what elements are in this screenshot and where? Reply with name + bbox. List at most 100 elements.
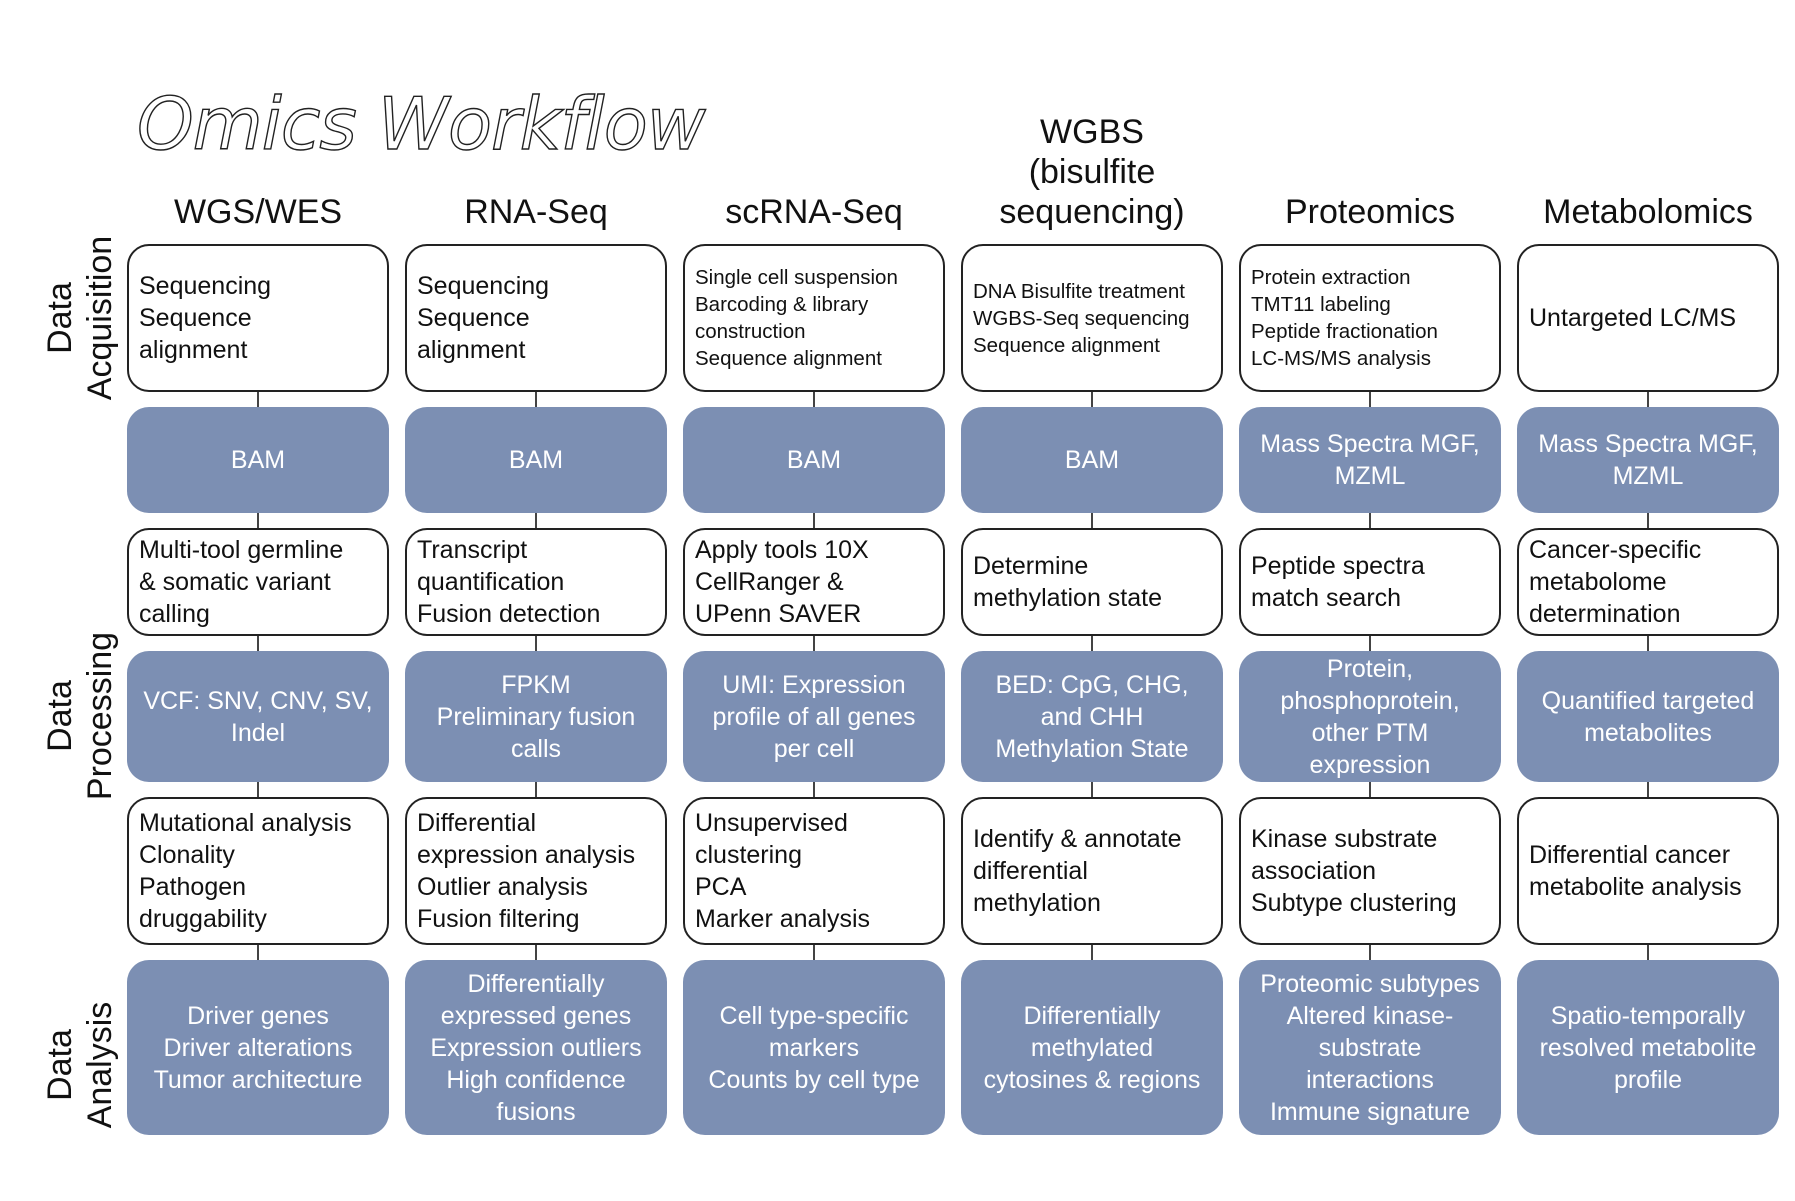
- box-text-line: phosphoprotein,: [1280, 686, 1460, 715]
- diagram-title: Omics Workflow: [136, 81, 706, 166]
- flow-connector: [813, 634, 815, 653]
- box-text-line: Multi-tool germline: [139, 536, 344, 564]
- flow-connector: [1091, 634, 1093, 653]
- flow-connector: [257, 943, 259, 962]
- column-header: Proteomics: [1239, 192, 1501, 232]
- processing-output-box: VCF: SNV, CNV, SV,Indel: [127, 651, 389, 782]
- box-text-line: substrate: [1318, 1033, 1422, 1062]
- box-text-line: Differential: [417, 809, 537, 837]
- acquisition-output-box: BAM: [961, 407, 1223, 513]
- flow-connector: [1369, 943, 1371, 962]
- box-text-line: Sequence: [139, 304, 252, 332]
- column-header-line: sequencing): [999, 193, 1185, 231]
- box-text-line: quantification: [417, 568, 565, 596]
- box-text-line: Protein,: [1326, 654, 1414, 683]
- box-text-line: methylation state: [973, 584, 1162, 612]
- column-header: scRNA-Seq: [683, 192, 945, 232]
- acquisition-output-box: BAM: [683, 407, 945, 513]
- row-label-line: Data: [41, 1029, 79, 1101]
- box-text-line: WGBS-Seq sequencing: [973, 306, 1190, 330]
- box-text-line: Fusion detection: [417, 600, 601, 628]
- flow-connector: [1369, 390, 1371, 409]
- box-text-line: UPenn SAVER: [695, 600, 862, 628]
- box-text-line: MZML: [1612, 462, 1684, 490]
- flow-connector: [813, 780, 815, 799]
- box-text-line: Sequence: [417, 304, 530, 332]
- box-text-line: determination: [1529, 600, 1681, 628]
- column-header: Metabolomics: [1517, 192, 1779, 232]
- box-text-line: TMT11 labeling: [1251, 293, 1391, 316]
- column-header-line: WGS/WES: [173, 193, 343, 231]
- box-text-line: Methylation State: [995, 734, 1189, 763]
- box-text-line: Determine: [973, 552, 1089, 580]
- flow-connector: [257, 511, 259, 530]
- column-header: RNA-Seq: [405, 192, 667, 232]
- flow-connector: [813, 390, 815, 409]
- box-text-line: Pathogen: [139, 873, 247, 901]
- processing-output-box: BED: CpG, CHG, and CHH Methylation State: [961, 651, 1223, 782]
- flow-connector: [535, 780, 537, 799]
- box-text-line: BAM: [508, 446, 564, 474]
- box-text-line: association: [1251, 857, 1377, 885]
- box-text-line: Mass Spectra MGF,: [1260, 430, 1480, 458]
- box-text-line: per cell: [773, 734, 855, 763]
- row-label-line: Data: [41, 680, 79, 752]
- box-text-line: Fusion filtering: [417, 905, 580, 933]
- box-text-line: Cell type-specific: [719, 1001, 909, 1030]
- acquisition-step-box: Untargeted LC/MS: [1517, 244, 1779, 392]
- box-text-line: profile: [1613, 1065, 1683, 1094]
- box-text-line: and CHH: [1040, 702, 1144, 731]
- box-text-line: calls: [510, 734, 561, 763]
- box-text-line: interactions: [1306, 1065, 1434, 1094]
- box-text-line: Cancer-specific: [1529, 536, 1702, 564]
- box-text-line: Sequence alignment: [695, 347, 882, 370]
- box-text-line: Driver alterations: [163, 1033, 353, 1062]
- box-text-line: Tumor architecture: [153, 1065, 363, 1094]
- box-text-line: profile of all genes: [712, 702, 916, 731]
- box-text-line: Peptide spectra: [1251, 552, 1425, 580]
- box-text-line: Mass Spectra MGF,: [1538, 430, 1758, 458]
- box-text-line: Differentially: [467, 969, 605, 998]
- box-text-line: expressed genes: [440, 1001, 632, 1030]
- row-label-line: Analysis: [81, 1001, 119, 1129]
- box-text-line: Spatio-temporally: [1550, 1001, 1746, 1030]
- box-text-line: match search: [1251, 584, 1402, 612]
- column-header-line: Proteomics: [1284, 193, 1456, 231]
- box-text-line: metabolite analysis: [1529, 873, 1742, 901]
- acquisition-output-box: BAM: [127, 407, 389, 513]
- box-text-line: Counts by cell type: [708, 1065, 920, 1094]
- box-text-line: other PTM: [1311, 718, 1429, 747]
- flow-connector: [813, 511, 815, 530]
- acquisition-output-box: BAM: [405, 407, 667, 513]
- box-text-line: BED: CpG, CHG,: [995, 670, 1189, 699]
- flow-connector: [257, 390, 259, 409]
- box-text-line: alignment: [417, 336, 526, 364]
- box-text-line: MZML: [1334, 462, 1406, 490]
- box-text-line: Transcript: [417, 536, 528, 564]
- box-text-line: Outlier analysis: [417, 873, 588, 901]
- box-text-line: construction: [695, 320, 806, 343]
- box-text-line: calling: [139, 600, 210, 628]
- flow-connector: [813, 943, 815, 962]
- box-text-line: UMI: Expression: [722, 670, 906, 699]
- box-text-line: CellRanger &: [695, 568, 844, 596]
- box-text-line: Identify & annotate: [973, 825, 1182, 853]
- box-text-line: BAM: [1064, 446, 1120, 474]
- column-header-line: (bisulfite: [1028, 153, 1156, 191]
- box-text-line: High confidence: [446, 1065, 626, 1094]
- box-text-line: Quantified targeted: [1541, 686, 1755, 715]
